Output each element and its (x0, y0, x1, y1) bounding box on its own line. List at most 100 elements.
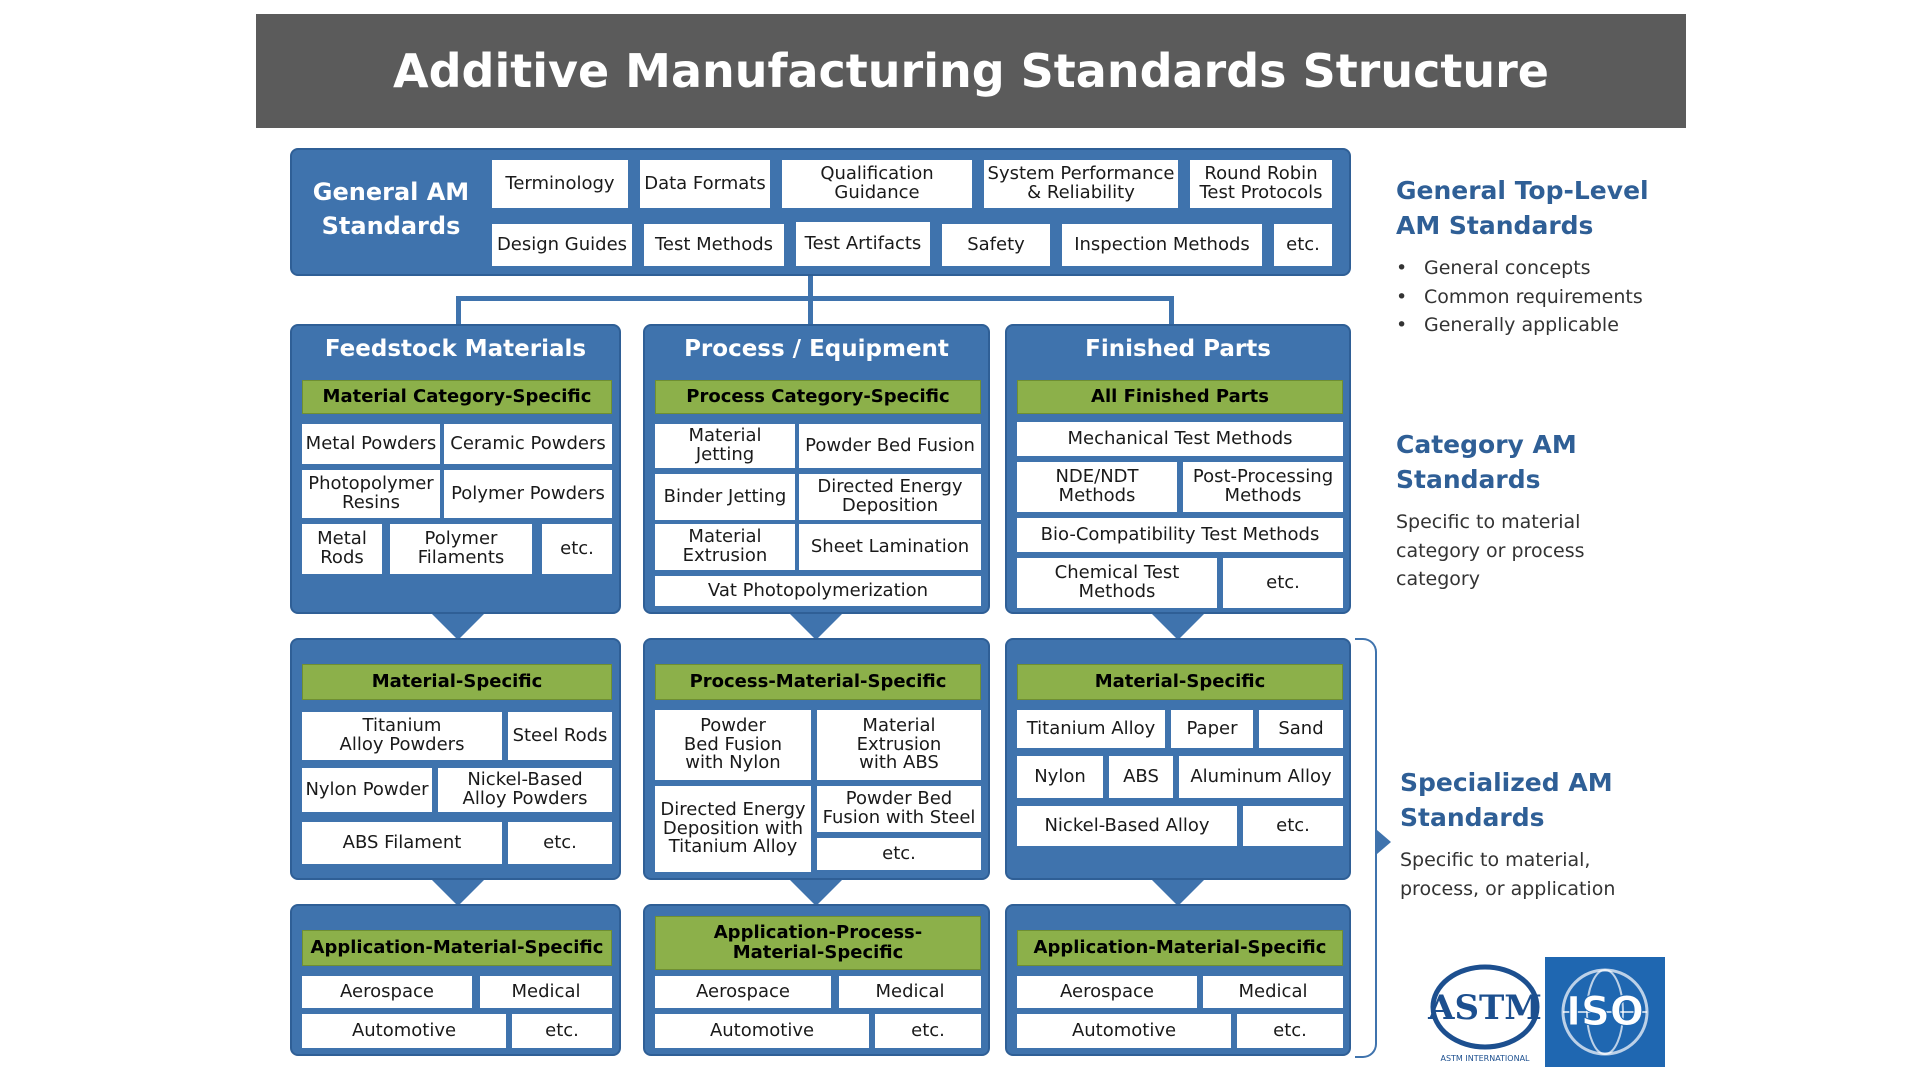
feedstock-specific-item: Nickel-Based Alloy Powders (438, 768, 612, 812)
astm-logo-text: ASTM (1427, 988, 1542, 1028)
finished-category-label: All Finished Parts (1017, 380, 1343, 414)
specialized-bracket-tip (1377, 830, 1391, 854)
feedstock-specific-label: Material-Specific (302, 664, 612, 700)
finished-application-item: Aerospace (1017, 976, 1197, 1008)
finished-arrow-1 (1152, 614, 1204, 640)
process-application-label: Application-Process- Material-Specific (655, 916, 981, 970)
process-specific-label: Process-Material-Specific (655, 664, 981, 700)
finished-item: Bio-Compatibility Test Methods (1017, 518, 1343, 552)
finished-specific-item: Nickel-Based Alloy (1017, 806, 1237, 846)
general-safety: Safety (942, 224, 1050, 266)
feedstock-application-item: Aerospace (302, 976, 472, 1008)
feedstock-item: Ceramic Powders (444, 424, 612, 464)
connector-middle (808, 296, 813, 326)
finished-item: etc. (1223, 558, 1343, 608)
feedstock-application-item: Medical (480, 976, 612, 1008)
feedstock-item: Polymer Filaments (390, 524, 532, 574)
process-arrow-1 (790, 614, 842, 640)
process-item: Binder Jetting (655, 474, 795, 520)
side-general-heading: General Top-Level AM Standards (1396, 176, 1649, 240)
feedstock-category-label: Material Category-Specific (302, 380, 612, 414)
process-application-item: Automotive (655, 1014, 869, 1048)
general-qualification-guidance: Qualification Guidance (782, 160, 972, 208)
process-heading: Process / Equipment (684, 336, 949, 362)
feedstock-application-item: Automotive (302, 1014, 506, 1048)
finished-specific-item: Nylon (1017, 756, 1103, 798)
process-application-panel: Application-Process- Material-Specific A… (643, 904, 990, 1056)
process-application-item: etc. (875, 1014, 981, 1048)
side-general-bullet: Common requirements (1396, 283, 1643, 312)
process-arrow-2 (790, 880, 842, 906)
process-application-item: Aerospace (655, 976, 831, 1008)
feedstock-heading: Feedstock Materials (324, 336, 587, 362)
feedstock-application-item: etc. (512, 1014, 612, 1048)
feedstock-category-panel: Feedstock Materials Material Category-Sp… (290, 324, 621, 614)
process-category-panel: Process / Equipment Process Category-Spe… (643, 324, 990, 614)
general-round-robin: Round Robin Test Protocols (1190, 160, 1332, 208)
page-title: Additive Manufacturing Standards Structu… (392, 44, 1550, 98)
feedstock-specific-item: Nylon Powder (302, 768, 432, 812)
general-system-performance: System Performance & Reliability (984, 160, 1178, 208)
process-specific-panel: Process-Material-Specific Powder Bed Fus… (643, 638, 990, 880)
feedstock-specific-item: Titanium Alloy Powders (302, 712, 502, 760)
process-item: Powder Bed Fusion (799, 424, 981, 468)
finished-item: Post-Processing Methods (1183, 462, 1343, 512)
process-specific-item: etc. (817, 838, 981, 870)
process-item: Material Extrusion (655, 524, 795, 570)
feedstock-item: Photopolymer Resins (302, 470, 440, 518)
connector-horizontal (456, 296, 1174, 301)
process-specific-item: Material Extrusion with ABS (817, 710, 981, 780)
finished-item: Chemical Test Methods (1017, 558, 1217, 608)
process-item: Directed Energy Deposition (799, 474, 981, 520)
finished-specific-label: Material-Specific (1017, 664, 1343, 700)
general-design-guides: Design Guides (492, 224, 632, 266)
side-general-bullet: Generally applicable (1396, 311, 1643, 340)
finished-specific-item: Titanium Alloy (1017, 710, 1165, 748)
feedstock-arrow-1 (432, 614, 484, 640)
feedstock-application-label: Application-Material-Specific (302, 930, 612, 966)
process-specific-item: Powder Bed Fusion with Steel (817, 786, 981, 832)
feedstock-item: Polymer Powders (444, 470, 612, 518)
connector-trunk (808, 276, 813, 298)
feedstock-item: Metal Rods (302, 524, 382, 574)
finished-category-panel: Finished Parts All Finished Parts Mechan… (1005, 324, 1351, 614)
feedstock-specific-panel: Material-Specific Titanium Alloy Powders… (290, 638, 621, 880)
finished-application-panel: Application-Material-Specific Aerospace … (1005, 904, 1351, 1056)
feedstock-application-panel: Application-Material-Specific Aerospace … (290, 904, 621, 1056)
side-general-bullet: General concepts (1396, 254, 1643, 283)
feedstock-item: Metal Powders (302, 424, 440, 464)
finished-heading: Finished Parts (1085, 336, 1271, 362)
feedstock-specific-item: ABS Filament (302, 822, 502, 864)
finished-specific-item: Sand (1259, 710, 1343, 748)
finished-specific-panel: Material-Specific Titanium Alloy Paper S… (1005, 638, 1351, 880)
iso-logo-text: ISO (1566, 989, 1644, 1035)
finished-application-item: Medical (1203, 976, 1343, 1008)
astm-logo-caption: ASTM INTERNATIONAL (1440, 1054, 1530, 1063)
astm-logo: ASTM ASTM INTERNATIONAL (1420, 955, 1550, 1067)
general-am-label: General AM Standards (312, 178, 470, 240)
feedstock-specific-item: Steel Rods (508, 712, 612, 760)
finished-application-item: Automotive (1017, 1014, 1231, 1048)
side-general-bullets: General concepts Common requirements Gen… (1396, 254, 1643, 340)
finished-specific-item: Paper (1171, 710, 1253, 748)
general-am-panel: General AM Standards Terminology Data Fo… (290, 148, 1351, 276)
connector-left (456, 296, 461, 326)
process-category-label: Process Category-Specific (655, 380, 981, 414)
connector-right (1169, 296, 1174, 326)
specialized-bracket (1355, 638, 1377, 1058)
feedstock-specific-item: etc. (508, 822, 612, 864)
general-inspection-methods: Inspection Methods (1062, 224, 1262, 266)
process-item: Vat Photopolymerization (655, 576, 981, 606)
finished-arrow-2 (1152, 880, 1204, 906)
finished-specific-item: ABS (1109, 756, 1173, 798)
process-item: Sheet Lamination (799, 524, 981, 570)
process-item: Material Jetting (655, 424, 795, 468)
side-category-heading: Category AM Standards (1396, 430, 1577, 494)
process-specific-item: Powder Bed Fusion with Nylon (655, 710, 811, 780)
title-bar: Additive Manufacturing Standards Structu… (256, 14, 1686, 128)
iso-logo: ISO (1545, 957, 1665, 1067)
side-specialized-text: Specific to material, process, or applic… (1400, 849, 1616, 900)
general-etc: etc. (1274, 224, 1332, 266)
finished-specific-item: etc. (1243, 806, 1343, 846)
finished-item: NDE/NDT Methods (1017, 462, 1177, 512)
